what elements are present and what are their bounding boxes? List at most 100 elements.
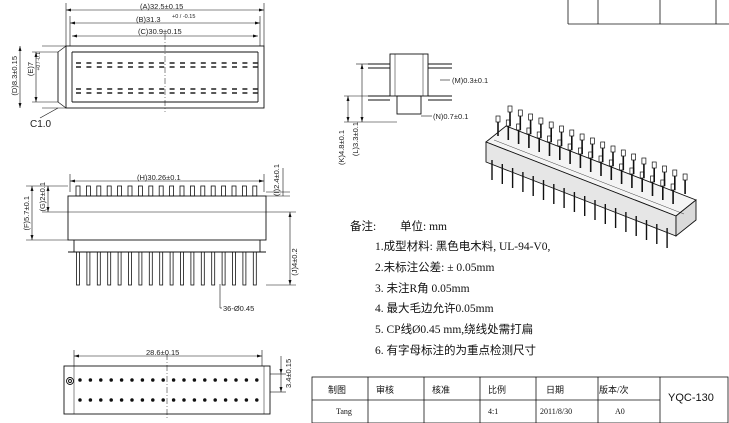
front-pin-top <box>75 185 81 197</box>
iso-pin-head <box>569 129 575 137</box>
bottom-pin-hole <box>161 378 165 382</box>
tb-header-approved: 核准 <box>432 385 451 395</box>
front-pin-leg <box>128 251 132 286</box>
top-view-outline <box>57 45 265 109</box>
front-pin-leg <box>221 251 226 286</box>
side-view-outline <box>368 53 452 115</box>
front-pin-leg <box>211 251 216 286</box>
isometric-pins <box>491 105 688 248</box>
bottom-width-dim: 28.6±0.15 <box>146 348 179 357</box>
bottom-pin-hole <box>182 398 186 402</box>
front-pin-top <box>189 185 195 197</box>
bottom-pin-hole <box>255 398 259 402</box>
dim-f-label: (F)5.7±0.1 <box>22 196 31 231</box>
front-pin-top <box>158 185 164 197</box>
bottom-pin-hole <box>78 398 82 402</box>
front-pin-top <box>169 185 175 197</box>
tb-header-scale: 比例 <box>488 385 507 395</box>
front-view-outline <box>67 195 267 253</box>
title-block-grid <box>311 376 729 423</box>
iso-pin-head <box>538 117 544 125</box>
bottom-pin-hole <box>182 378 186 382</box>
dim-b-tolerance: +0 / -0.15 <box>172 14 195 20</box>
pin-callout: 36-Ø0.45 <box>223 304 254 313</box>
bottom-pin-hole <box>161 398 165 402</box>
dim-m-label: (M)0.3±0.1 <box>452 76 488 85</box>
front-pin-top <box>106 185 112 197</box>
note-item-4: 4. 最大毛边允许0.05mm <box>375 303 494 315</box>
front-pin-top <box>148 185 154 197</box>
front-pin-leg <box>138 251 143 286</box>
note-item-5: 5. CP线Ø0.45 mm,绕线处需打扁 <box>375 324 534 336</box>
front-pin-leg <box>252 251 257 286</box>
front-pin-leg <box>169 251 174 286</box>
dim-n-label: (N)0.7±0.1 <box>433 112 468 121</box>
bottom-pin-hole <box>151 398 155 402</box>
front-pin-leg <box>232 251 236 286</box>
tb-value-revision: A0 <box>615 407 625 416</box>
tb-header-drawn: 制图 <box>328 385 347 395</box>
tb-value-drawn: Tang <box>336 407 352 416</box>
dim-a-label: (A)32.5±0.15 <box>140 2 183 11</box>
front-pin-leg <box>86 251 91 286</box>
iso-pin-head <box>517 109 523 117</box>
bottom-view-pin-holes <box>78 378 259 402</box>
bottom-pin-hole <box>99 398 103 402</box>
front-pin-top <box>86 185 91 197</box>
front-pin-leg <box>200 251 205 286</box>
bottom-pin-hole <box>99 378 103 382</box>
bottom-pin-hole <box>119 378 124 382</box>
iso-pin-head <box>651 161 657 169</box>
iso-pin-head <box>620 149 626 157</box>
front-pin-top <box>241 185 247 197</box>
front-pin-top <box>96 185 102 197</box>
bottom-pin-hole <box>78 378 82 382</box>
iso-pin-head <box>662 165 667 173</box>
bottom-pin-hole <box>119 398 124 402</box>
front-pin-leg <box>148 251 153 286</box>
iso-pin-head <box>600 141 606 149</box>
bottom-pin-hole <box>203 378 207 382</box>
front-pin-top <box>210 185 216 197</box>
dim-j-label: (J)4±0.2 <box>290 248 299 275</box>
dim-b-label: (B)31.3 <box>136 15 161 24</box>
corner-table <box>567 0 729 25</box>
tb-header-date: 日期 <box>546 385 565 395</box>
iso-pin-head <box>672 169 678 177</box>
dim-c-label: (C)30.9±0.15 <box>138 27 182 36</box>
iso-pin-head <box>590 137 595 145</box>
dim-e-label: (E)7 <box>26 62 35 76</box>
bottom-pin-hole <box>244 378 249 382</box>
bottom-pin-hole <box>192 398 197 402</box>
note-item-2: 2.未标注公差: ± 0.05mm <box>375 262 495 274</box>
bottom-pin-hole <box>171 398 176 402</box>
bottom-pin-hole <box>234 398 238 402</box>
iso-pin-head <box>507 105 513 113</box>
bottom-pin-hole <box>109 398 113 402</box>
bottom-height-dim: 3.4±0.15 <box>284 359 293 388</box>
front-pin-leg <box>76 251 80 286</box>
tb-header-revision: 版本/次 <box>599 385 629 395</box>
bottom-pin-hole <box>109 378 113 382</box>
dim-d-label: (D)8.3±0.15 <box>10 56 19 96</box>
dim-h-label: (H)30.26±0.1 <box>137 173 181 182</box>
note-item-3: 3. 未注R角 0.05mm <box>375 283 470 295</box>
bottom-pin-hole <box>130 398 134 402</box>
front-pin-leg <box>117 251 122 286</box>
front-view-pins <box>75 185 258 286</box>
iso-pin-head <box>610 145 616 153</box>
top-view-pin-rows <box>76 62 258 94</box>
bottom-pin-hole <box>130 378 134 382</box>
bottom-pin-hole <box>213 398 217 402</box>
bottom-pin-hole <box>88 398 93 402</box>
front-pin-top <box>231 185 237 197</box>
bottom-pin-hole <box>88 378 93 382</box>
front-pin-leg <box>107 251 112 286</box>
iso-pin-head <box>528 113 533 121</box>
bottom-pin-hole <box>203 398 207 402</box>
iso-pin-head <box>548 121 554 129</box>
bottom-pin-hole <box>234 378 238 382</box>
front-pin-top <box>200 185 206 197</box>
iso-pin-head <box>579 133 585 141</box>
